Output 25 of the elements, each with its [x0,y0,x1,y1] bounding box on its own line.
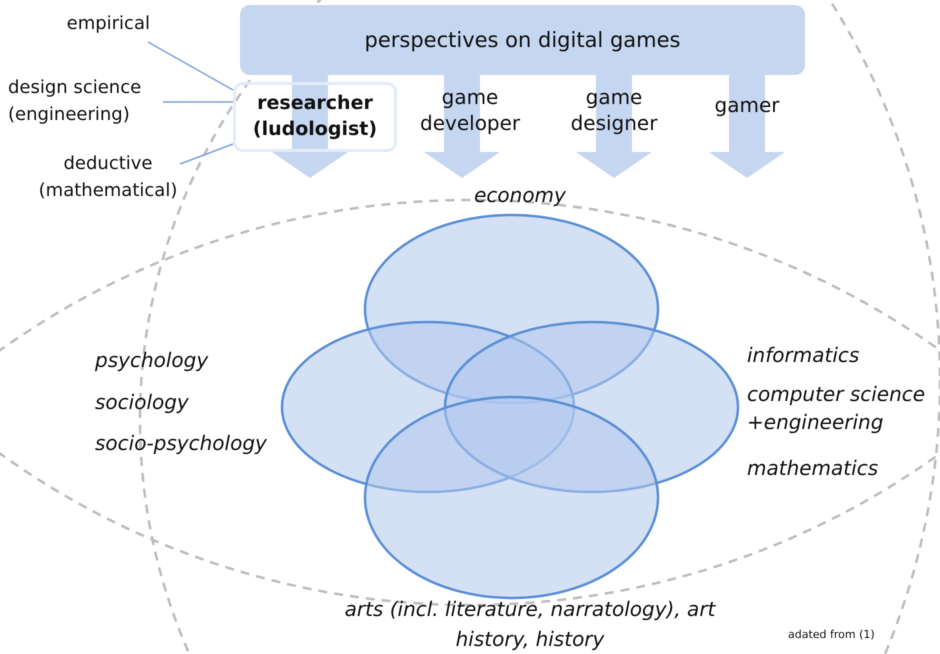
role-box: researcher (ludologist) [233,82,397,152]
leader-line [163,101,233,103]
ellipse-shape [363,395,660,600]
discipline-label: arts (incl. literature, narratology), art history, history [344,596,717,653]
method-label: empirical [40,10,150,38]
source-note: adated from (1) [788,628,875,641]
discipline-label: computer science +engineering [747,381,926,436]
leader-line [180,143,234,165]
block-arrow [709,75,785,178]
discipline-label: informatics [747,342,860,369]
role-label: game developer [420,84,520,178]
role-label: game designer [564,84,664,178]
discipline-label: economy [473,182,567,209]
block-arrow [576,75,652,178]
method-label: design science (engineering) [8,74,163,130]
discipline-label: socio-psychology [95,430,267,457]
role-label: gamer [702,92,792,178]
heading-banner: perspectives on digital games [240,5,805,75]
discipline-label: mathematics [747,455,878,482]
leader-line [148,41,234,91]
block-arrow [424,75,500,178]
block-arrow [272,75,348,178]
method-label: deductive (mathematical) [28,150,188,206]
discipline-label: sociology [95,389,189,416]
discipline-label: psychology [95,347,208,374]
